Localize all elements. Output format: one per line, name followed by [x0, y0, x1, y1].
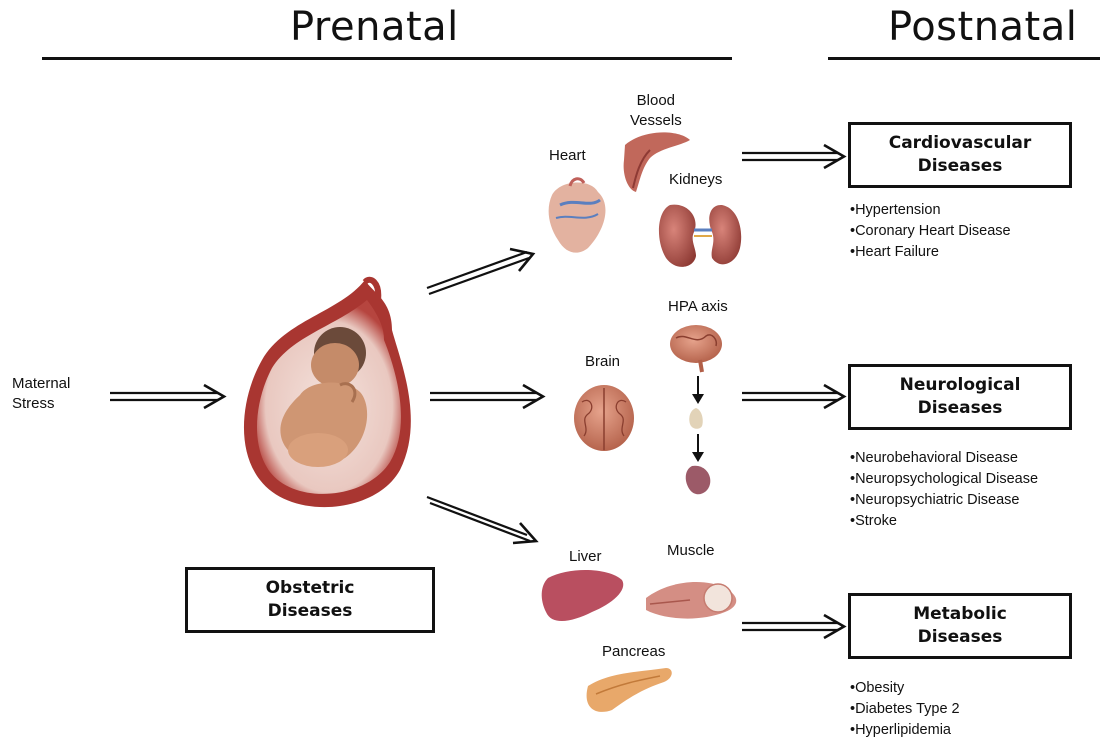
- obstetric-box-line2: Diseases: [268, 600, 353, 623]
- list-item: Stroke: [850, 511, 1038, 532]
- neurological-box-line1: Neurological: [900, 374, 1021, 397]
- metabolic-box-line1: Metabolic: [913, 603, 1007, 626]
- metabolic-disease-list: Obesity Diabetes Type 2 Hyperlipidemia: [850, 678, 960, 741]
- list-item: Heart Failure: [850, 242, 1011, 263]
- brain-illustration: [574, 385, 634, 451]
- blood-vessels-line1: Blood: [630, 91, 682, 111]
- kidneys-label: Kidneys: [669, 170, 722, 190]
- arrow-fetus-to-cardio-organs: [427, 249, 533, 294]
- blood-vessels-label: Blood Vessels: [630, 91, 682, 131]
- arrow-to-metabolic-box: [742, 615, 844, 638]
- list-item: Hyperlipidemia: [850, 720, 960, 741]
- arrow-fetus-to-brain: [430, 385, 543, 408]
- neurological-diseases-box: Neurological Diseases: [848, 364, 1072, 430]
- list-item: Neuropsychological Disease: [850, 469, 1038, 490]
- heart-label: Heart: [549, 146, 586, 166]
- list-item: Hypertension: [850, 200, 1011, 221]
- list-item: Diabetes Type 2: [850, 699, 960, 720]
- list-item: Coronary Heart Disease: [850, 221, 1011, 242]
- list-item: Neuropsychiatric Disease: [850, 490, 1038, 511]
- cardiovascular-diseases-box: Cardiovascular Diseases: [848, 122, 1072, 188]
- fetus-in-womb-illustration: [244, 280, 411, 507]
- arrow-to-cardiovascular-box: [742, 145, 844, 168]
- heart-illustration: [549, 179, 606, 253]
- hpa-axis-label: HPA axis: [668, 297, 728, 317]
- pancreas-label: Pancreas: [602, 642, 665, 662]
- obstetric-diseases-box: Obstetric Diseases: [185, 567, 435, 633]
- arrow-fetus-to-metabolic-organs: [427, 497, 536, 543]
- neurological-box-line2: Diseases: [918, 397, 1003, 420]
- list-item: Neurobehavioral Disease: [850, 448, 1038, 469]
- cardiovascular-box-line1: Cardiovascular: [889, 132, 1032, 155]
- blood-vessels-line2: Vessels: [630, 111, 682, 131]
- hpa-axis-illustration: [670, 325, 722, 494]
- arrow-to-neurological-box: [742, 385, 844, 408]
- metabolic-box-line2: Diseases: [918, 626, 1003, 649]
- muscle-illustration: [646, 582, 736, 619]
- pancreas-illustration: [587, 668, 672, 712]
- liver-illustration: [542, 570, 624, 621]
- arrow-stress-to-fetus: [110, 385, 224, 408]
- brain-label: Brain: [585, 352, 620, 372]
- neurological-disease-list: Neurobehavioral Disease Neuropsychologic…: [850, 448, 1038, 532]
- kidneys-illustration: [659, 205, 741, 267]
- cardiovascular-disease-list: Hypertension Coronary Heart Disease Hear…: [850, 200, 1011, 263]
- muscle-label: Muscle: [667, 541, 715, 561]
- obstetric-box-line1: Obstetric: [266, 577, 355, 600]
- liver-label: Liver: [569, 547, 602, 567]
- list-item: Obesity: [850, 678, 960, 699]
- cardiovascular-box-line2: Diseases: [918, 155, 1003, 178]
- metabolic-diseases-box: Metabolic Diseases: [848, 593, 1072, 659]
